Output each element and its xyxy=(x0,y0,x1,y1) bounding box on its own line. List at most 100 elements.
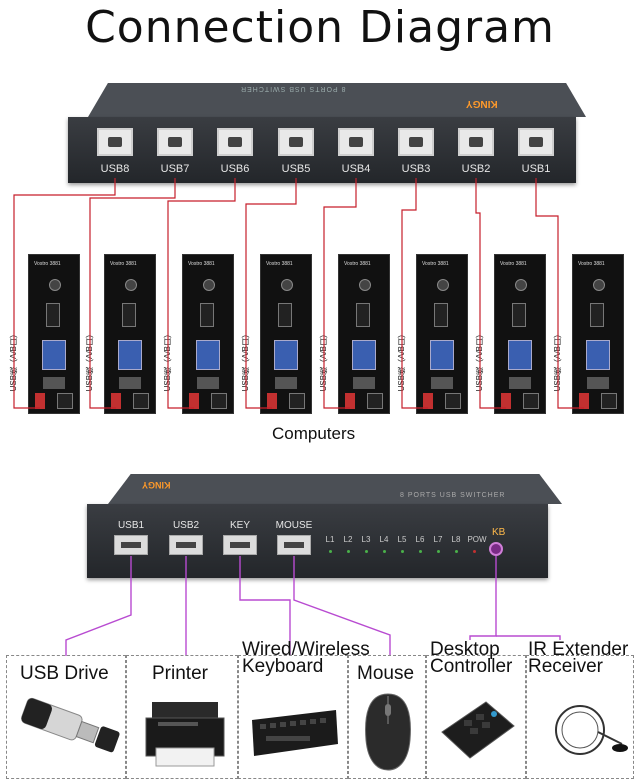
power-button-icon xyxy=(281,279,293,291)
usb-plug-icon xyxy=(267,393,277,409)
usb-cable-line xyxy=(475,178,506,409)
label-ir-receiver-line1: IR Extender xyxy=(528,639,629,660)
computer-tower: Vostro 3881 xyxy=(260,254,312,414)
computer-model: Vostro 3881 xyxy=(500,261,527,267)
top-usb-port-usb8[interactable] xyxy=(97,128,133,156)
front-port-label: MOUSE xyxy=(275,520,313,531)
power-button-icon xyxy=(593,279,605,291)
ethernet-port-icon xyxy=(367,393,383,409)
led-label: L6 xyxy=(415,535,425,544)
top-usb-port-usb2[interactable] xyxy=(458,128,494,156)
usb-cable-line xyxy=(535,178,584,409)
label-desktop-controller-line2: Controller xyxy=(430,656,513,677)
computer-model: Vostro 3881 xyxy=(266,261,293,267)
computer-tower: Vostro 3881 xyxy=(416,254,468,414)
computer-model: Vostro 3881 xyxy=(422,261,449,267)
led-label: L8 xyxy=(451,535,461,544)
hdmi-port-icon xyxy=(512,303,526,327)
vga-port-icon xyxy=(274,340,298,370)
top-port-label: USB8 xyxy=(100,163,130,175)
usb-ports-icon xyxy=(431,377,453,389)
usb-cable-line xyxy=(323,178,357,409)
top-usb-port-usb3[interactable] xyxy=(398,128,434,156)
usb-ports-icon xyxy=(119,377,141,389)
power-button-icon xyxy=(125,279,137,291)
led-label: L5 xyxy=(397,535,407,544)
front-switch-body xyxy=(87,504,548,578)
vga-port-icon xyxy=(352,340,376,370)
usb-cable-line xyxy=(167,178,236,409)
top-usb-port-usb6[interactable] xyxy=(217,128,253,156)
usb-ports-icon xyxy=(43,377,65,389)
led-indicator xyxy=(365,550,368,553)
hdmi-port-icon xyxy=(122,303,136,327)
ethernet-port-icon xyxy=(523,393,539,409)
peripheral-cable-line xyxy=(239,556,291,656)
front-port-label: USB2 xyxy=(172,520,200,531)
vga-port-icon xyxy=(118,340,142,370)
vga-port-icon xyxy=(196,340,220,370)
vga-port-icon xyxy=(42,340,66,370)
led-label: L4 xyxy=(379,535,389,544)
front-usb-port-mouse[interactable] xyxy=(277,535,311,555)
top-usb-port-usb5[interactable] xyxy=(278,128,314,156)
usb-plug-icon xyxy=(423,393,433,409)
top-port-label: USB1 xyxy=(521,163,551,175)
top-usb-port-usb1[interactable] xyxy=(518,128,554,156)
peripheral-box-ir-receiver xyxy=(526,655,634,779)
top-port-label: USB6 xyxy=(220,163,250,175)
led-label: POW xyxy=(467,535,487,544)
ethernet-port-icon xyxy=(211,393,227,409)
top-usb-port-usb7[interactable] xyxy=(157,128,193,156)
vga-port-icon xyxy=(430,340,454,370)
vga-port-icon xyxy=(508,340,532,370)
top-usb-port-usb4[interactable] xyxy=(338,128,374,156)
top-port-label: USB2 xyxy=(461,163,491,175)
printer-icon xyxy=(145,702,225,767)
usb-ports-icon xyxy=(275,377,297,389)
led-indicator xyxy=(329,550,332,553)
front-switch-top-face xyxy=(108,474,562,504)
top-port-label: USB3 xyxy=(401,163,431,175)
front-usb-port-usb1[interactable] xyxy=(114,535,148,555)
label-keyboard-line1: Wired/Wireless xyxy=(242,639,370,660)
hdmi-port-icon xyxy=(590,303,604,327)
label-usb-drive: USB Drive xyxy=(20,663,109,684)
kb-jack[interactable] xyxy=(489,542,503,556)
computer-tower: Vostro 3881 xyxy=(338,254,390,414)
vga-port-icon xyxy=(586,340,610,370)
computer-model: Vostro 3881 xyxy=(578,261,605,267)
label-ir-receiver-line2: Receiver xyxy=(528,656,603,677)
ethernet-port-icon xyxy=(133,393,149,409)
usb-plug-icon xyxy=(111,393,121,409)
usb-drive-icon xyxy=(21,697,120,753)
front-port-label: KEY xyxy=(229,520,250,531)
peripheral-box-mouse xyxy=(348,655,426,779)
front-port-label: USB1 xyxy=(117,520,145,531)
front-usb-port-usb2[interactable] xyxy=(169,535,203,555)
peripheral-box-usb-drive xyxy=(6,655,126,779)
front-usb-port-key[interactable] xyxy=(223,535,257,555)
led-label: L1 xyxy=(325,535,335,544)
peripheral-cable-line xyxy=(293,556,391,656)
usb-ports-icon xyxy=(353,377,375,389)
computers-label: Computers xyxy=(272,424,356,443)
usb-ports-icon xyxy=(197,377,219,389)
hdmi-port-icon xyxy=(200,303,214,327)
kb-label: KB xyxy=(492,527,506,538)
computer-model: Vostro 3881 xyxy=(34,261,61,267)
peripheral-box-desktop-controller xyxy=(426,655,526,779)
computer-tower: Vostro 3881 xyxy=(28,254,80,414)
computer-model: Vostro 3881 xyxy=(344,261,371,267)
label-keyboard-line2: Keyboard xyxy=(242,656,324,677)
top-port-label: USB7 xyxy=(160,163,190,175)
computer-tower: Vostro 3881 xyxy=(182,254,234,414)
led-label: L7 xyxy=(433,535,443,544)
hdmi-port-icon xyxy=(356,303,370,327)
power-button-icon xyxy=(49,279,61,291)
usb-plug-icon xyxy=(345,393,355,409)
ethernet-port-icon xyxy=(289,393,305,409)
ethernet-port-icon xyxy=(601,393,617,409)
led-label: L2 xyxy=(343,535,353,544)
